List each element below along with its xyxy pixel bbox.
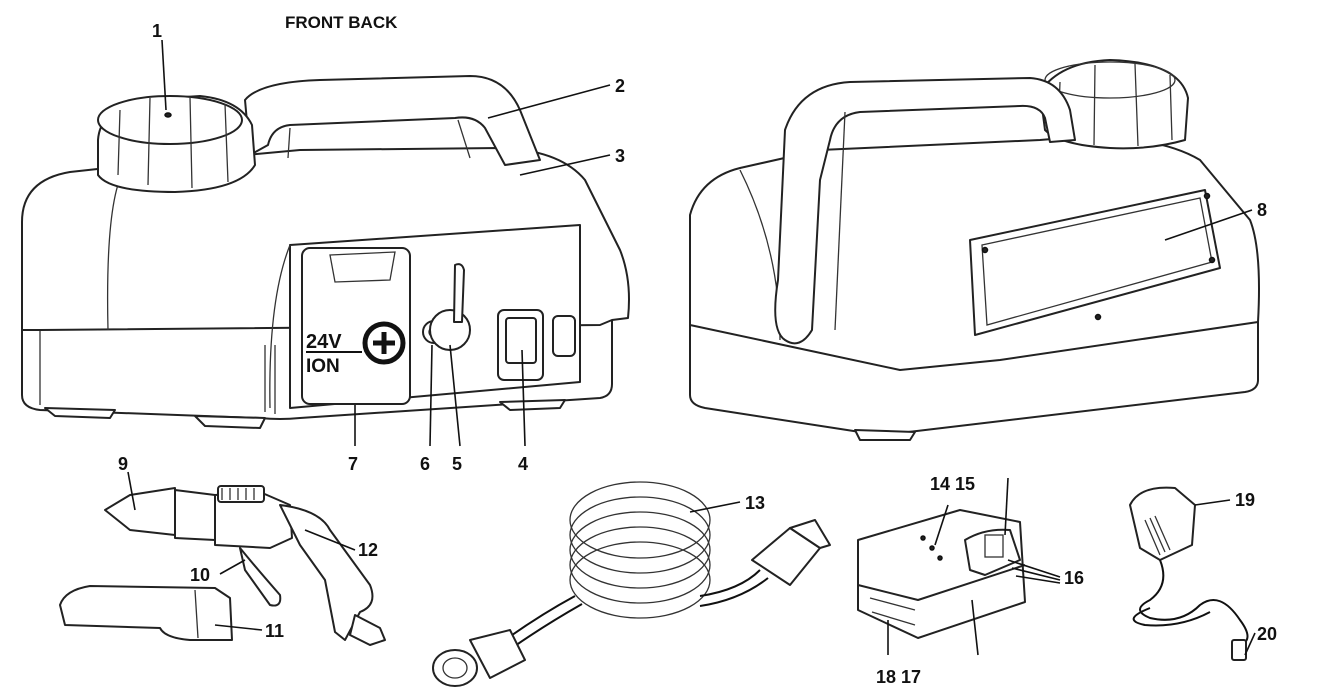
callout-18-17: 18 17: [876, 667, 921, 687]
spray-gun: [104, 485, 386, 646]
logo-chemistry: ION: [306, 356, 340, 377]
callout-9: 9: [118, 454, 128, 474]
charger: [1129, 486, 1249, 661]
callout-16: 16: [1064, 568, 1084, 588]
callout-13: 13: [745, 493, 765, 513]
logo-voltage: 24V: [306, 331, 342, 353]
callout-6: 6: [420, 454, 430, 474]
callout-labels: 1 2 3 4 5 6 7 8 9 10 11 12 13 14 15 16 1…: [118, 21, 1277, 687]
battery-pack: [857, 509, 1026, 639]
callout-7: 7: [348, 454, 358, 474]
callout-1: 1: [152, 21, 162, 41]
back-unit: [689, 59, 1260, 441]
callout-8: 8: [1257, 200, 1267, 220]
hose: [432, 481, 831, 687]
callout-4: 4: [518, 454, 528, 474]
callout-11: 11: [265, 621, 284, 641]
callout-5: 5: [452, 454, 462, 474]
callout-19: 19: [1235, 490, 1255, 510]
callout-3: 3: [615, 146, 625, 166]
callout-12: 12: [358, 540, 378, 560]
callout-14-15: 14 15: [930, 474, 975, 494]
diagram-heading: FRONT BACK: [285, 13, 398, 32]
front-unit: 24V ION: [21, 75, 630, 429]
callout-2: 2: [615, 76, 625, 96]
callout-20: 20: [1257, 624, 1277, 644]
rear-label-plate: [969, 189, 1221, 336]
leader-lines: [127, 39, 1256, 656]
battery-door: [301, 247, 411, 405]
callout-10: 10: [190, 565, 210, 585]
nozzle-attachment: [59, 585, 233, 641]
